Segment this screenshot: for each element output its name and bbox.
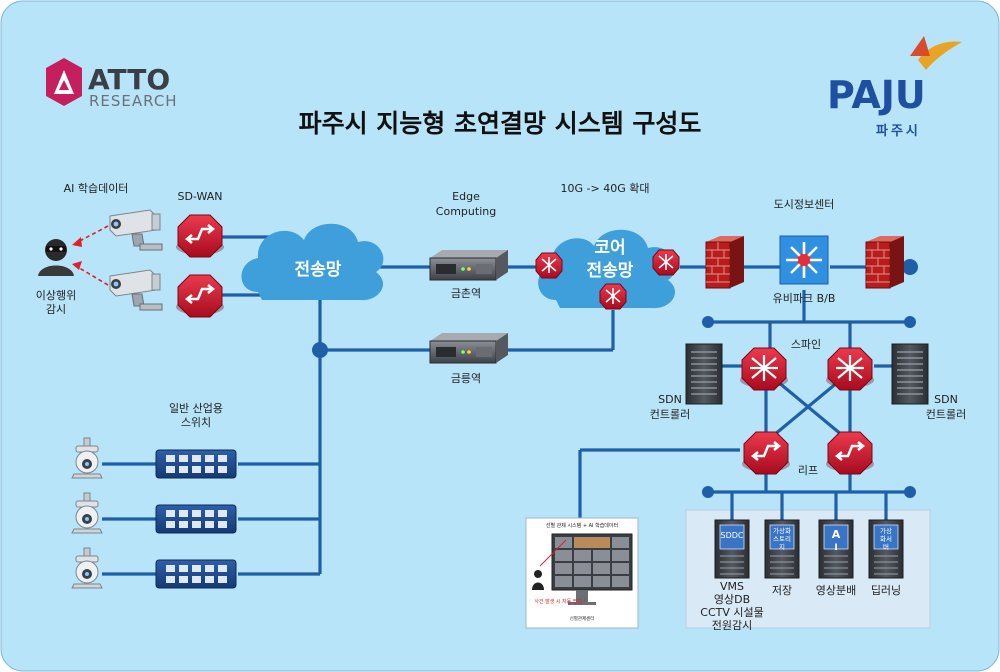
vms-label-2: 영상DB: [714, 593, 750, 606]
rack-deep-text-3: 버: [883, 542, 889, 551]
monitor-alert: 사건 발생 시 자동 팝업 !: [534, 598, 585, 605]
edge-label-2: Computing: [436, 205, 496, 218]
leaf-router-icon: [740, 430, 792, 476]
spine-label: 스파인: [791, 338, 821, 351]
core-router-icon: [535, 252, 563, 279]
upgrade-label: 10G -> 40G 확대: [561, 182, 650, 195]
atto-logo-line1: ATTO: [88, 63, 170, 96]
sdn-left-label-2: 컨트롤러: [650, 408, 690, 421]
ubipark-label: 유비파크 B/B: [773, 292, 836, 305]
rack-deep-text-1: 가상: [880, 526, 892, 535]
deep-learning-label: 딥러닝: [871, 584, 901, 597]
edge-label-1: Edge: [452, 190, 480, 203]
industrial-switch-icon: [155, 559, 237, 589]
leaf-router-icon: [824, 430, 876, 476]
rack-storage-text-2: 스토리: [773, 534, 791, 543]
atto-logo-line2: RESEARCH: [89, 92, 178, 110]
switch-label-2: 스위치: [181, 416, 211, 429]
industrial-switch-icon: [155, 449, 237, 479]
sdn-controller-icon: [891, 343, 929, 405]
transport-net-label: 전송망: [295, 260, 342, 280]
firewall-icon: [865, 235, 905, 289]
firewall-icon: [705, 235, 745, 289]
switch-label-1: 일반 산업용: [169, 401, 223, 415]
city-center-label: 도시정보센터: [774, 198, 835, 211]
backbone-switch-icon: [779, 235, 829, 285]
vms-label-4: 전원감시: [712, 619, 752, 632]
vms-label-1: VMS: [720, 580, 744, 593]
paju-logo: PAJU 파주시: [827, 36, 962, 139]
operator-icon: [534, 570, 542, 578]
line-endpoints: [312, 259, 918, 498]
transport-cloud: 전송망: [241, 223, 384, 301]
sdwan-router-icon: [174, 213, 226, 259]
paju-logo-swoosh: [918, 41, 962, 70]
anomaly-label-1: 이상행위: [36, 289, 76, 302]
industrial-switch-icon: [155, 504, 237, 534]
sdn-right-label-1: SDN: [934, 393, 958, 406]
sdn-left-label-1: SDN: [658, 393, 682, 406]
page-title: 파주시 지능형 초연결망 시스템 구성도: [299, 109, 702, 138]
spine-router-icon: [824, 346, 876, 392]
atto-logo: ATTO RESEARCH: [46, 58, 178, 110]
vms-label-3: CCTV 시설물: [700, 606, 763, 619]
geumchon-label: 금촌역: [451, 287, 481, 300]
rack-storage-text-3: 지: [779, 542, 785, 551]
rack-sddc-text: SDDC: [721, 531, 744, 540]
sdn-controller-icon: [685, 343, 723, 405]
rack-storage-text-1: 가상화: [773, 526, 791, 535]
anomaly-label-2: 감시: [46, 303, 66, 316]
analysis-label: 영상분배: [816, 584, 856, 597]
rack-ai-text-1: A: [832, 528, 841, 541]
ai-data-label: AI 학습데이터: [64, 182, 129, 195]
sdwan-router-icon: [174, 273, 226, 319]
core-label-2: 전송망: [587, 261, 634, 281]
spine-router-icon: [738, 346, 790, 392]
storage-label: 저장: [772, 584, 792, 597]
rack-deep-text-2: 화서: [880, 534, 892, 543]
rack-ai-text-2: I: [834, 543, 837, 553]
geumneung-label: 금릉역: [451, 372, 481, 385]
core-label-1: 코어: [594, 238, 625, 258]
vms-rack-icon: [714, 519, 750, 579]
paju-logo-ko: 파주시: [876, 124, 921, 139]
sdwan-label: SD-WAN: [177, 190, 222, 203]
suspect-person-icon: [38, 239, 74, 276]
monitor-title: 선별 관제 시스템 + AI 학습데이터: [546, 522, 618, 529]
control-monitor-panel: 선별 관제 시스템 + AI 학습데이터 사건 발생 시 자동 팝업 ! 선별관…: [525, 517, 639, 629]
edge-server-icon: [429, 332, 509, 364]
core-router-icon: [599, 283, 627, 310]
core-cloud: 코어 전송망: [538, 229, 676, 309]
core-router-icon: [652, 249, 680, 276]
paju-logo-en: PAJU: [827, 73, 926, 117]
sdn-right-label-2: 컨트롤러: [926, 408, 966, 421]
ai-detection-arrows: [72, 225, 109, 286]
leaf-label: 리프: [798, 464, 818, 477]
edge-server-icon: [429, 249, 509, 281]
monitor-footer: 선별관제센터: [570, 615, 595, 622]
